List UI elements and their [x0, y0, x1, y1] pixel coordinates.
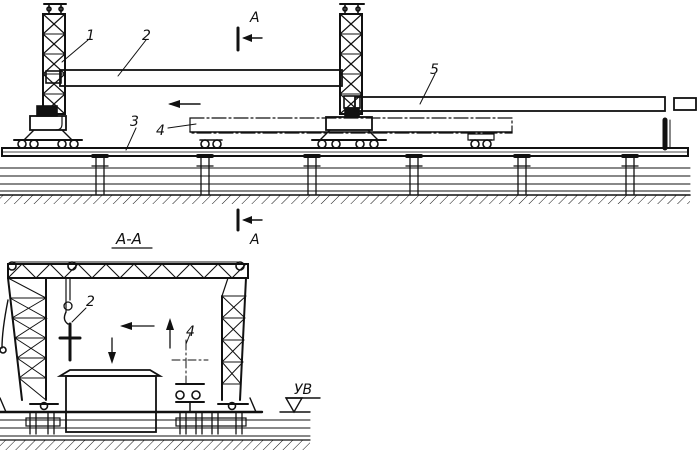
- span-girder-launched: [354, 96, 697, 151]
- gantry-tower-right: [311, 3, 387, 149]
- section-trolley: [171, 339, 209, 413]
- water-level-marker: [279, 397, 321, 414]
- hoist-hook: [58, 277, 82, 362]
- ground-hatching: [0, 194, 691, 204]
- gantry-leg-left: [0, 277, 48, 401]
- movement-arrows: [108, 318, 174, 364]
- bridge-pier: [56, 369, 164, 433]
- callout-1: 1: [86, 28, 95, 44]
- callout-leaders: [61, 39, 436, 151]
- water-lines: [0, 167, 691, 192]
- section-ground-hatching: [0, 440, 310, 450]
- section-callout-4: 4: [186, 324, 195, 340]
- elevation-view: 1 2 3 4 5 A A: [0, 3, 697, 248]
- direction-arrow: [168, 100, 201, 108]
- section-cut-mark-bottom: [236, 208, 263, 232]
- section-label-bottom: A: [249, 232, 260, 248]
- callout-4: 4: [156, 123, 165, 139]
- section-callout-2: 2: [86, 294, 95, 310]
- gantry-tower-left: [13, 3, 83, 149]
- callout-5: 5: [430, 62, 439, 78]
- section-title: A-A: [115, 230, 142, 248]
- gantry-beam: [7, 261, 249, 279]
- gantry-leg-right: [221, 277, 247, 401]
- span-girder-lifted: [59, 69, 343, 87]
- water-level-label: УВ: [294, 382, 312, 398]
- section-label-top: A: [249, 10, 260, 26]
- temporary-supports: [91, 154, 639, 195]
- transport-trolley: [189, 117, 513, 149]
- callout-2: 2: [142, 28, 151, 44]
- section-cut-mark-top: [236, 26, 263, 52]
- section-view: A-A: [0, 230, 321, 450]
- callout-3: 3: [130, 114, 139, 130]
- section-water-lines: [0, 419, 311, 437]
- track-beam: [1, 147, 689, 157]
- gantry-footings: [0, 397, 264, 435]
